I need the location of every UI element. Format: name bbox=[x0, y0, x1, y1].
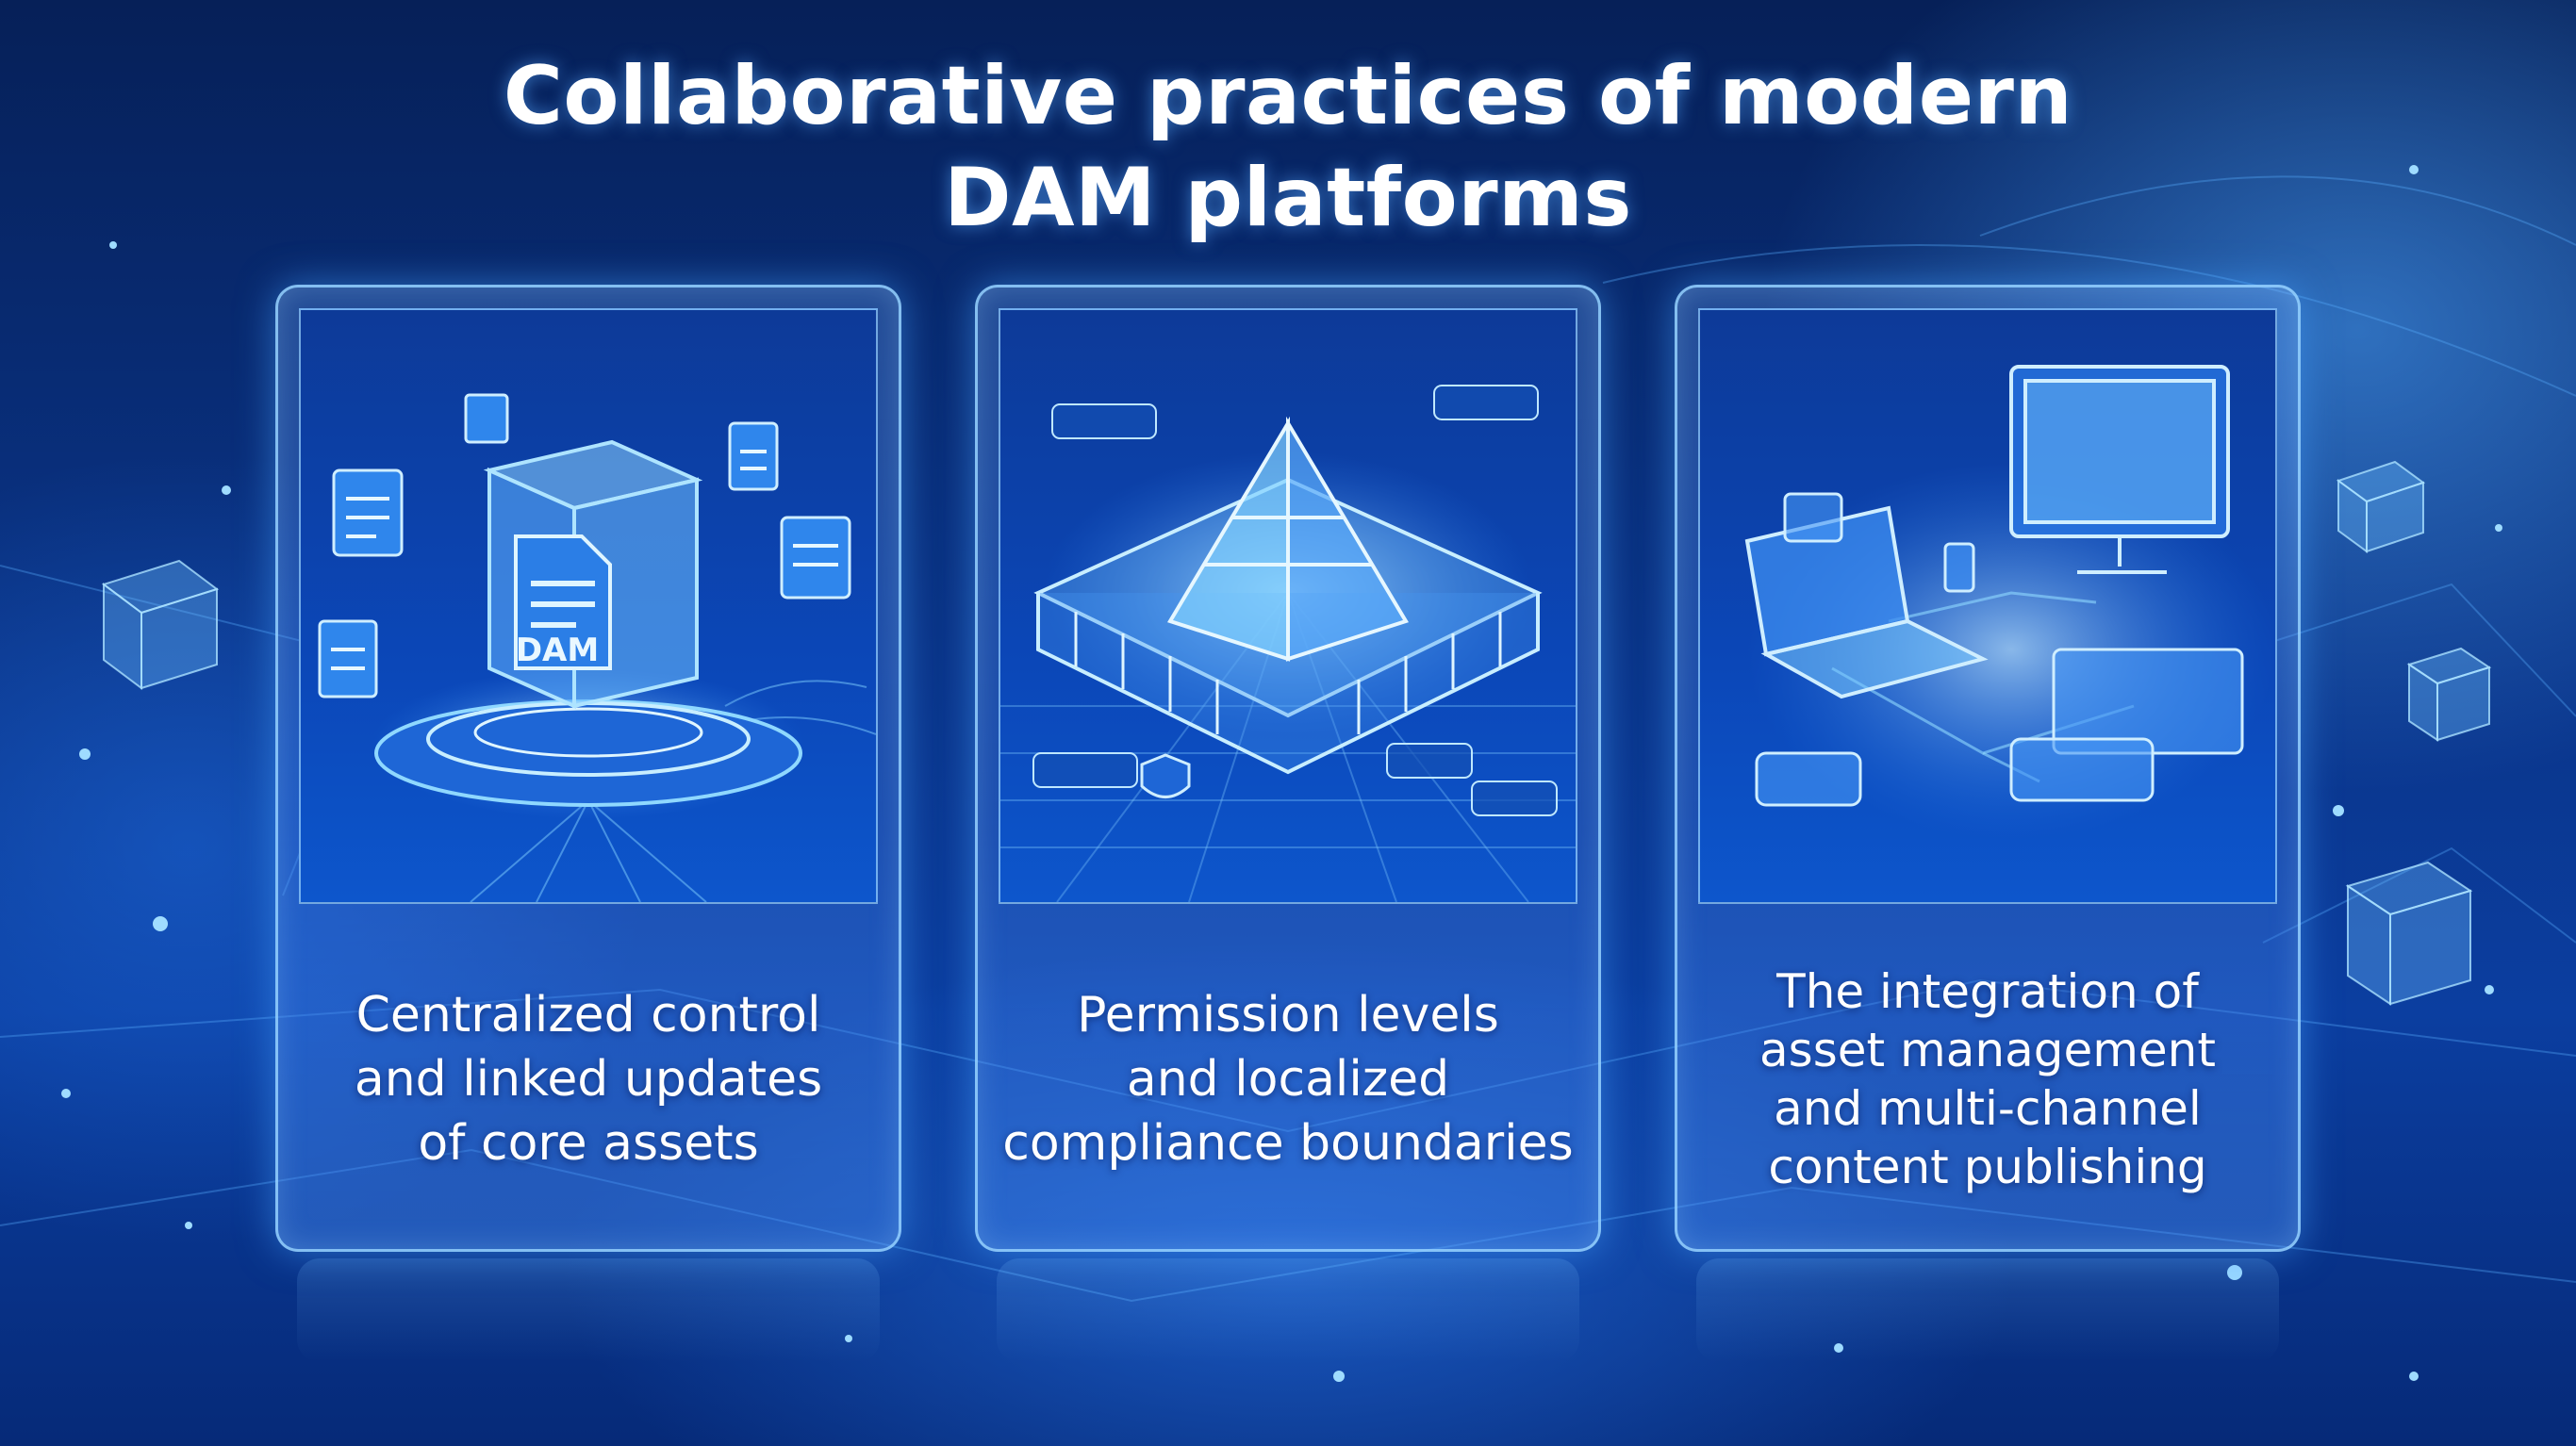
card-centralized-control: DAM Centralized control and linked updat… bbox=[275, 285, 901, 1362]
dam-cube-illustration: DAM bbox=[299, 308, 878, 904]
card-multi-channel-publishing: The integration of asset management and … bbox=[1675, 285, 2301, 1362]
dam-cube-label: DAM bbox=[516, 632, 599, 669]
document-icon-1 bbox=[318, 393, 851, 698]
floating-cube-left bbox=[101, 559, 220, 690]
title-line-1: Collaborative practices of modern bbox=[503, 49, 2073, 143]
devices-illustration bbox=[1698, 308, 2277, 904]
phone-icon bbox=[1943, 542, 1975, 593]
monitor-icon bbox=[2009, 365, 2230, 574]
content-panel bbox=[1755, 492, 2244, 807]
pyramid bbox=[1166, 416, 1410, 662]
tag-icon bbox=[1032, 385, 1558, 816]
pyramid-fence-illustration bbox=[999, 308, 1577, 904]
floating-cube-right-2 bbox=[2406, 647, 2492, 742]
title-line-2: DAM platforms bbox=[944, 151, 1632, 245]
file-icon bbox=[514, 534, 612, 670]
floating-cube-right-3 bbox=[2345, 861, 2473, 1006]
page-title: Collaborative practices of modern DAM pl… bbox=[0, 45, 2576, 249]
shield-icon bbox=[1140, 753, 1191, 798]
floating-cube-right-1 bbox=[2336, 460, 2426, 553]
card-caption: Permission levels and localized complian… bbox=[1002, 987, 1574, 1172]
card-permission-levels: Permission levels and localized complian… bbox=[975, 285, 1601, 1362]
card-caption: Centralized control and linked updates o… bbox=[354, 987, 823, 1172]
card-caption: The integration of asset management and … bbox=[1759, 964, 2216, 1194]
laptop-icon bbox=[1744, 505, 1989, 699]
